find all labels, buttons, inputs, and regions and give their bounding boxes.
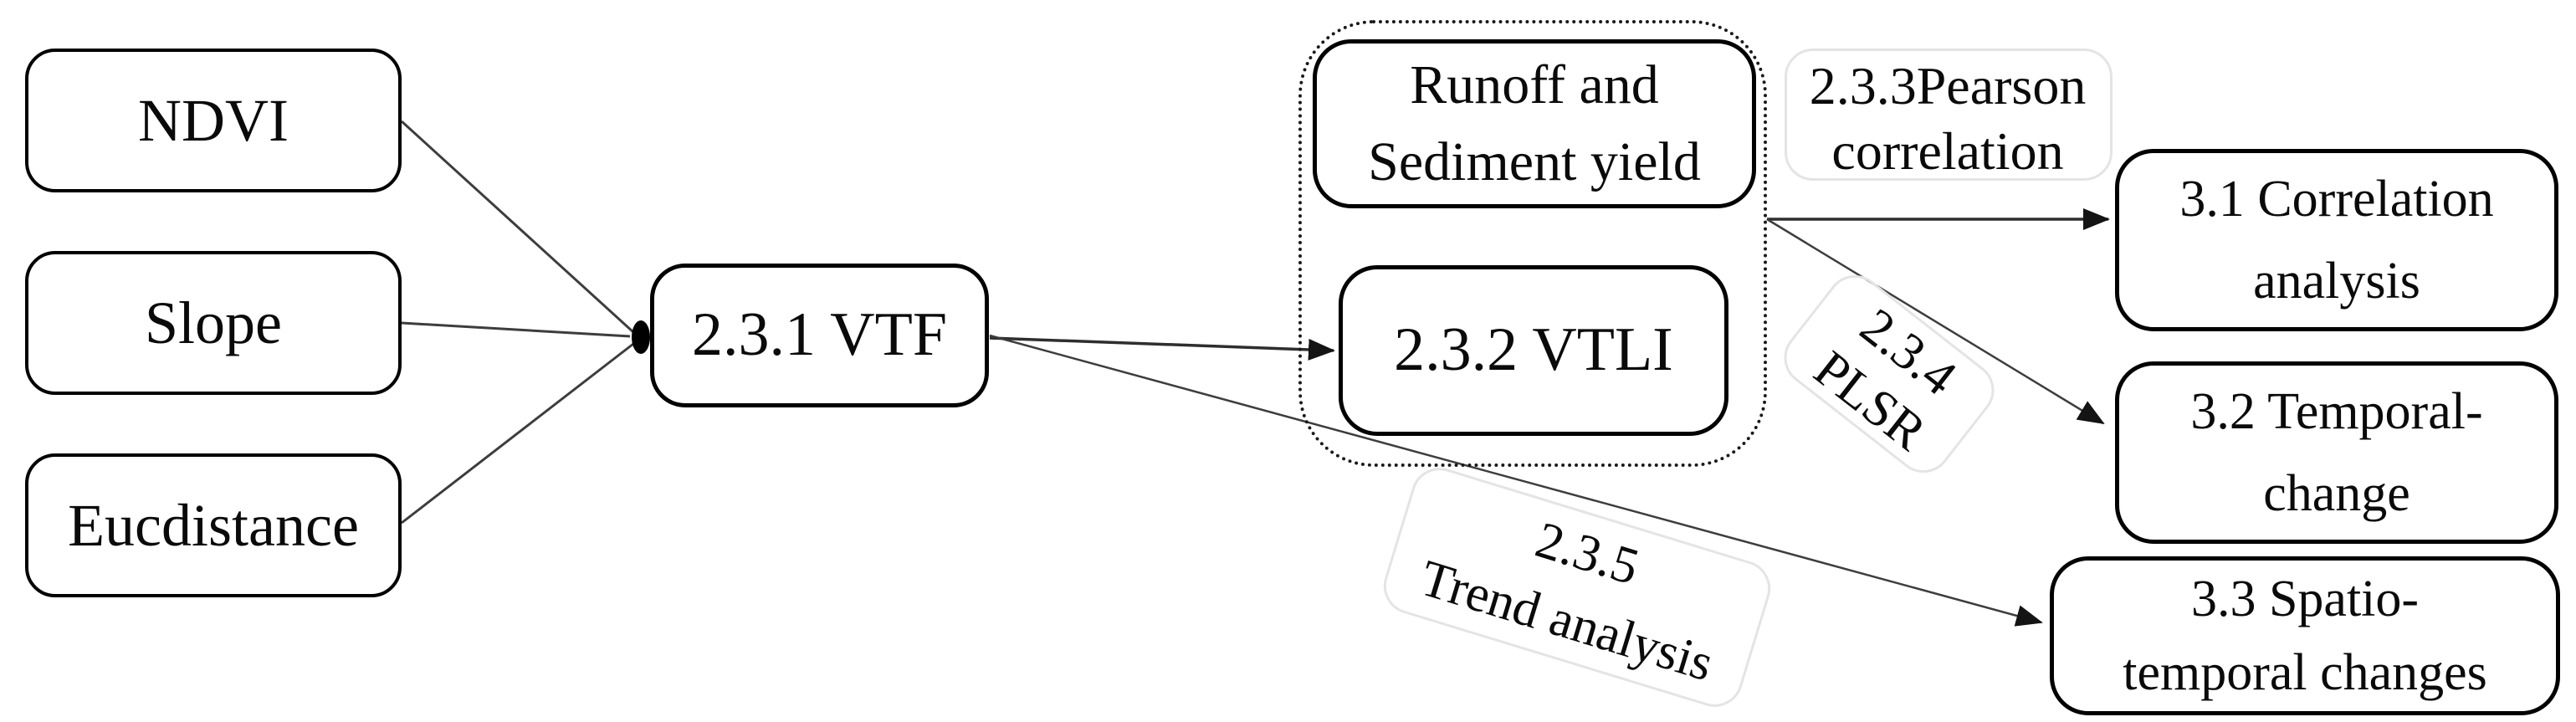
node-spatiotemporal-changes: 3.3 Spatio- temporal changes bbox=[2050, 556, 2560, 715]
convergence-dot bbox=[632, 320, 650, 354]
edge-ndvi-to-vtf bbox=[400, 120, 635, 334]
edge-label-pearson-line2: correlation bbox=[1831, 121, 2064, 181]
node-correlation-analysis: 3.1 Correlation analysis bbox=[2115, 149, 2558, 331]
node-runoff-line1: Runoff and bbox=[1410, 54, 1659, 115]
edge-label-pearson-line1: 2.3.3Pearson bbox=[1809, 56, 2087, 115]
vtli-runoff-group-outline bbox=[1298, 20, 1767, 467]
node-vtli: 2.3.2 VTLI bbox=[1339, 265, 1728, 436]
node-vtf-label: 2.3.1 VTF bbox=[692, 300, 947, 370]
edge-eucdistance-to-vtf bbox=[401, 342, 634, 525]
node-ndvi: NDVI bbox=[25, 49, 402, 192]
node-temporal-line2: change bbox=[2263, 465, 2410, 522]
node-correlation-line1: 3.1 Correlation bbox=[2179, 171, 2494, 228]
node-slope-label: Slope bbox=[144, 289, 282, 356]
node-temporal-line1: 3.2 Temporal- bbox=[2190, 383, 2483, 440]
edge-slope-to-vtf bbox=[401, 321, 631, 338]
edge-label-pearson: 2.3.3Pearson correlation bbox=[1780, 54, 2115, 184]
edge-vtf-to-vtli bbox=[989, 336, 1335, 361]
node-vtf: 2.3.1 VTF bbox=[650, 264, 989, 407]
node-ndvi-label: NDVI bbox=[138, 86, 289, 154]
node-temporal-change: 3.2 Temporal- change bbox=[2115, 361, 2558, 544]
node-eucdistance-label: Eucdistance bbox=[68, 491, 359, 559]
pearson-label-outline bbox=[1785, 49, 2113, 181]
node-spatiotemporal-line2: temporal changes bbox=[2123, 644, 2487, 701]
node-eucdistance: Eucdistance bbox=[25, 453, 402, 597]
node-correlation-line2: analysis bbox=[2253, 253, 2420, 310]
node-spatiotemporal-line1: 3.3 Spatio- bbox=[2190, 571, 2420, 627]
node-runoff-line2: Sediment yield bbox=[1368, 131, 1701, 192]
edge-group-to-temporal bbox=[1766, 218, 2105, 425]
node-slope: Slope bbox=[25, 251, 402, 395]
node-vtli-label: 2.3.2 VTLI bbox=[1394, 315, 1673, 385]
edge-vtf-to-spatiotemporal bbox=[989, 334, 2043, 627]
node-runoff-sediment: Runoff and Sediment yield bbox=[1313, 39, 1756, 208]
